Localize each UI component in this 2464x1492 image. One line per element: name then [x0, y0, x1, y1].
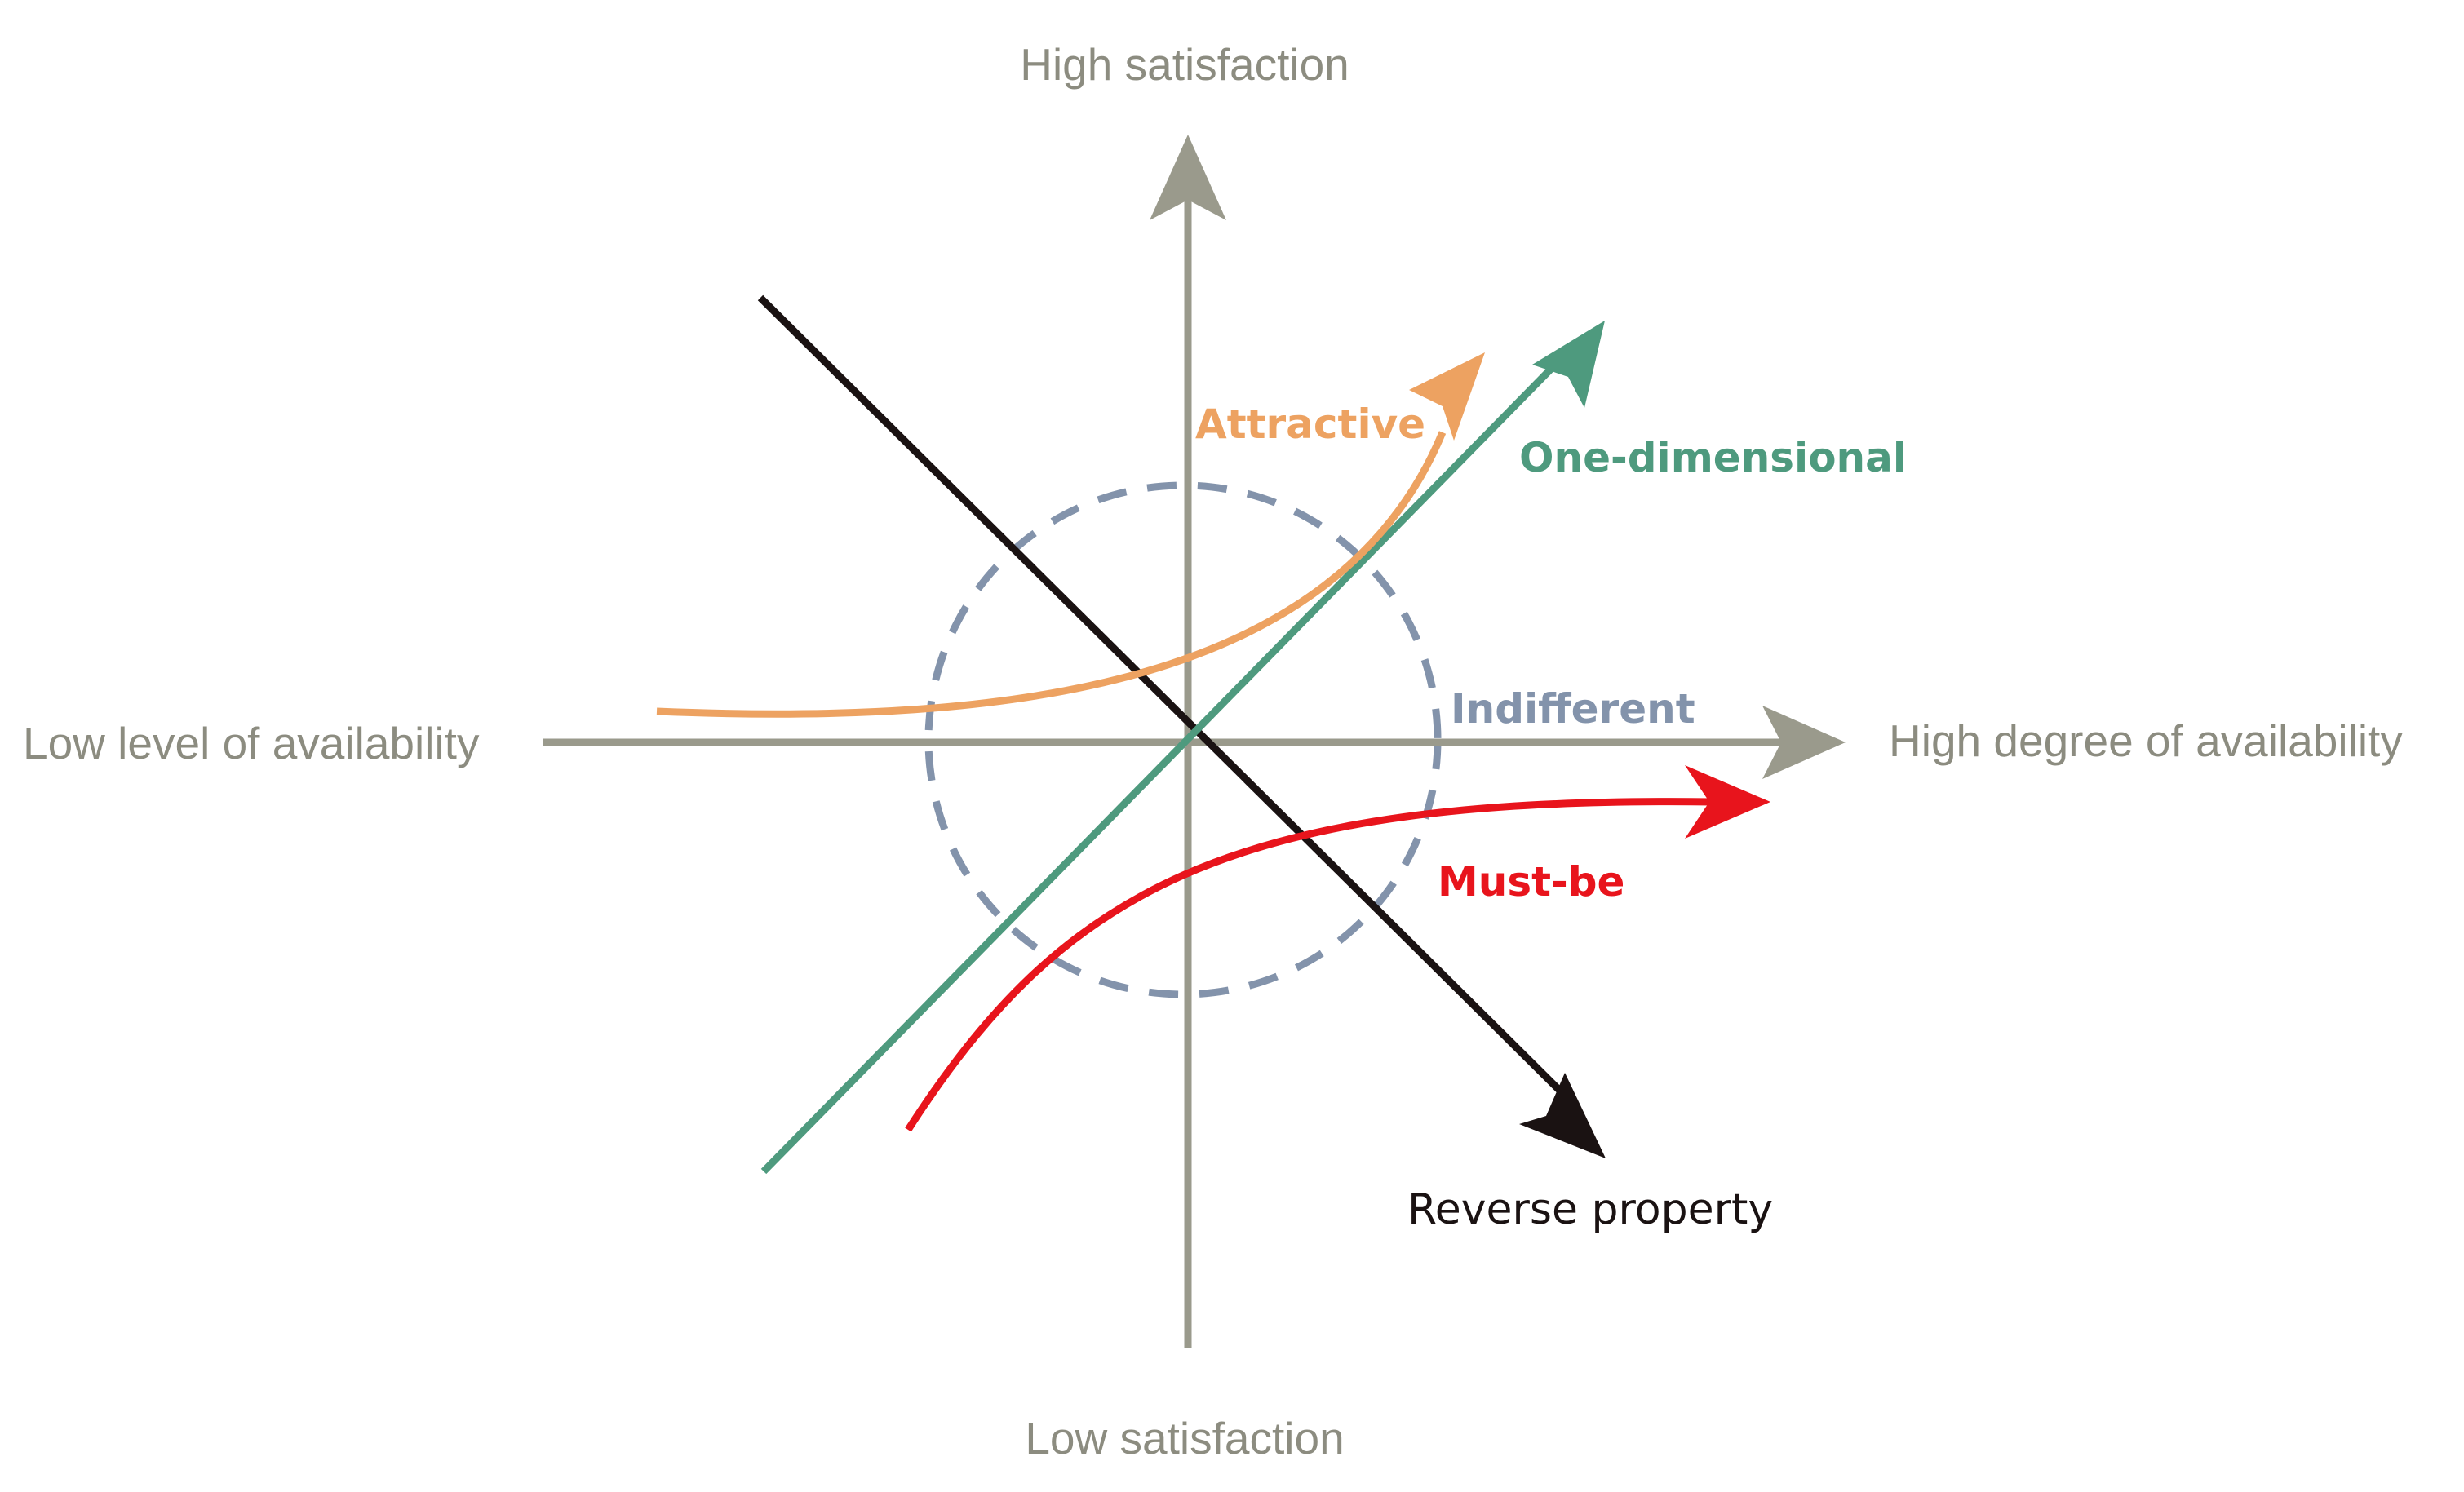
axis-label-right: High degree of availability	[1889, 715, 2403, 766]
reverse-property-line	[757, 294, 1574, 1105]
must-be-label: Must-be	[1438, 858, 1624, 905]
horizontal-axis-arrowhead	[1762, 706, 1846, 779]
one-dimensional-arrowhead	[1532, 321, 1605, 408]
must-be-arrowhead	[1685, 765, 1770, 839]
vertical-axis-arrowhead	[1150, 135, 1226, 220]
reverse-property-label: Reverse property	[1407, 1185, 1773, 1234]
axis-label-bottom: Low satisfaction	[1025, 1413, 1344, 1463]
attractive-label: Attractive	[1195, 401, 1425, 448]
must-be-curve	[905, 798, 1714, 1132]
one-dimensional-line	[760, 358, 1562, 1175]
attractive-arrowhead	[1409, 352, 1485, 441]
indifferent-label: Indifferent	[1451, 685, 1695, 733]
reverse-property-arrowhead	[1519, 1073, 1606, 1158]
one-dimensional-label: One-dimensional	[1519, 434, 1907, 481]
axis-label-left: Low level of availability	[23, 718, 480, 768]
axis-label-top: High satisfaction	[1020, 39, 1349, 90]
attractive-curve	[656, 431, 1447, 718]
